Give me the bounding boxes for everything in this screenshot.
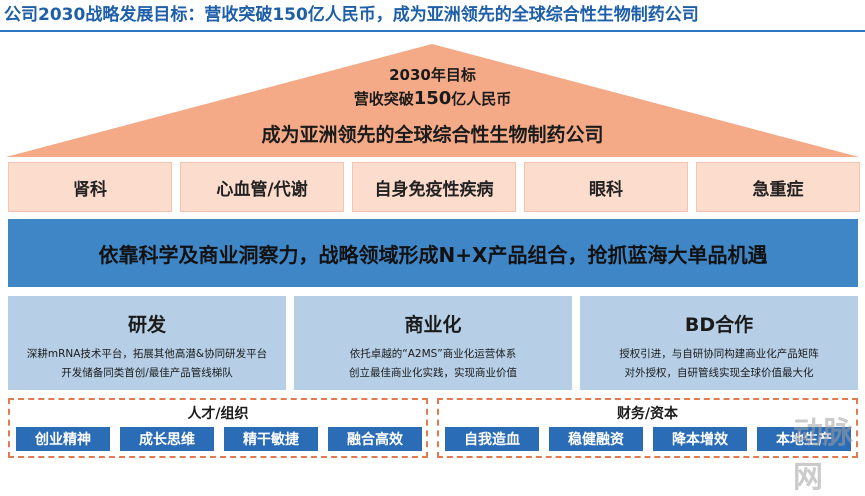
roof-goal-label: 2030年目标 [389,66,476,84]
capability-title: 商业化 [404,314,462,336]
pillar-ophthalmology: 眼科 [524,162,688,212]
foundation-finance-title: 财务/资本 [616,406,679,422]
foundation-chip: 融合高效 [328,427,422,451]
foundation-chip: 本地生产 [757,427,851,451]
foundation-chip: 稳健融资 [549,427,643,451]
roof-triangle [6,44,859,157]
capability-rnd: 研发 深耕mRNA技术平台，拓展其他高潜&协同研发平台 开发储备同类首创/最佳产… [8,296,286,390]
title-underline [0,30,865,32]
foundation-chip: 成长思维 [120,427,214,451]
capability-line: 授权引进，与自研协同构建商业化产品矩阵 [619,348,819,360]
revenue-number: 150 [413,88,452,109]
capability-line: 创立最佳商业化实践，实现商业价值 [349,367,517,379]
roof-revenue-target: 营收突破150亿人民币 [180,88,685,109]
capability-line: 对外授权，自研管线实现全球价值最大化 [624,367,814,379]
pillar-cardiometabolic: 心血管/代谢 [180,162,344,212]
capability-title: BD合作 [684,314,754,336]
foundation-chip: 自我造血 [445,427,539,451]
foundation-talent-title: 人才/组织 [187,406,249,422]
revenue-suffix: 亿人民币 [451,90,512,108]
pillar-critical-care: 急重症 [696,162,860,212]
pillar-nephrology: 肾科 [8,162,172,212]
foundation-chip: 降本增效 [653,427,747,451]
capability-line: 深耕mRNA技术平台，拓展其他高潜&协同研发平台 [26,348,268,360]
capability-line: 依托卓越的“A2MS”商业化运营体系 [349,348,517,360]
watermark-logo: 动脉网 [793,416,853,495]
capability-line: 开发储备同类首创/最佳产品管线梯队 [61,367,233,379]
roof-shape [6,44,859,157]
foundation-talent-group [8,398,428,458]
roof-vision: 成为亚洲领先的全球综合性生物制药公司 [261,124,604,146]
foundation-finance-group [437,398,858,458]
strategy-banner: 依靠科学及商业洞察力，战略领域形成N+X产品组合，抢抓蓝海大单品机遇 [8,219,858,287]
pillar-autoimmune: 自身免疫性疾病 [352,162,516,212]
foundation-chip: 精干敏捷 [224,427,318,451]
page-title: 公司2030战略发展目标：营收突破150亿人民币，成为亚洲领先的全球综合性生物制… [4,5,699,25]
foundation-chip: 创业精神 [16,427,110,451]
capability-bd: BD合作 授权引进，与自研协同构建商业化产品矩阵 对外授权，自研管线实现全球价值… [580,296,858,390]
capability-title: 研发 [127,314,166,336]
capability-commercialization: 商业化 依托卓越的“A2MS”商业化运营体系 创立最佳商业化实践，实现商业价值 [294,296,572,390]
revenue-prefix: 营收突破 [353,90,414,108]
